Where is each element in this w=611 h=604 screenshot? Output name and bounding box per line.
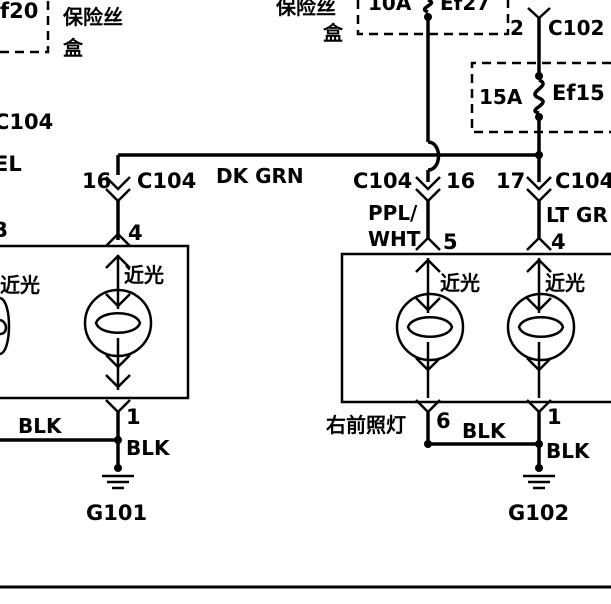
left-ground-splice <box>114 436 122 444</box>
mid-fuse-rating: 10A <box>368 0 412 15</box>
left-lamp-pin-top: 4 <box>128 221 143 245</box>
mid-fuse-box-label: 保险丝 <box>275 0 336 19</box>
ground-g101-icon <box>102 464 134 490</box>
left-lamp-right-label: 近光 <box>124 263 164 287</box>
right-lamp-pin-top: 4 <box>551 230 566 254</box>
left-ground-wire-label-2: BLK <box>126 436 171 460</box>
ef15-id: Ef15 <box>552 81 605 105</box>
left-fuse-label: f20 <box>0 0 38 23</box>
mid-fuse-box: 保险丝 盒 10A Ef27 <box>275 0 510 45</box>
right-lamp-left-bulb <box>395 292 465 362</box>
ground-g102-icon <box>523 464 555 490</box>
right-lamp-right-pin-bottom: 1 <box>547 405 562 429</box>
mid-lamp-pin-chevron <box>415 236 441 251</box>
left-lamp-left-label: 近光 <box>0 273 40 297</box>
right-ground-splice <box>535 440 543 448</box>
c102-pin: 2 <box>510 16 524 40</box>
mid-fuse-symbol <box>422 0 434 14</box>
mid-connector-name: C104 <box>353 169 412 193</box>
mid-lamp-pin-top: 5 <box>443 230 458 254</box>
left-fuse-box: f20 保险丝 盒 <box>0 0 123 60</box>
right-lamp-right-bulb <box>506 292 576 362</box>
wire-color-dk-grn: DK GRN <box>216 164 304 188</box>
right-lamp-pin-chevron <box>526 236 552 251</box>
left-partial-label: EL <box>0 152 22 176</box>
mid-fuse-box-label-2: 盒 <box>322 21 344 45</box>
c102-connector-symbol <box>527 7 551 20</box>
right-connector-name: C104 <box>555 169 611 193</box>
left-lamp-pin-bottom: 1 <box>126 405 141 429</box>
right-lamp-left-pin-bottom: 6 <box>436 409 451 433</box>
left-fuse-box-label-2: 盒 <box>62 36 84 60</box>
left-connector-pin: 16 <box>82 169 111 193</box>
left-headlamp-box: 近光 近光 <box>0 244 190 400</box>
right-ground-wire-label-2: BLK <box>546 439 591 463</box>
right-connector-pin: 17 <box>496 169 525 193</box>
ef15-rating: 15A <box>479 85 523 109</box>
ground-g101-label: G101 <box>86 501 147 525</box>
wire-color-ppl: PPL/ <box>368 201 418 225</box>
right-lamp-right-label: 近光 <box>545 271 585 295</box>
left-ground-wire-label: BLK <box>18 414 63 438</box>
left-partial-b: B <box>0 218 8 242</box>
right-ground-wire-label: BLK <box>462 419 507 443</box>
right-headlamp-label: 右前照灯 <box>326 413 406 437</box>
mid-connector-pin: 16 <box>446 169 475 193</box>
ground-g102-label: G102 <box>508 501 569 525</box>
c102-name: C102 <box>548 16 604 40</box>
mid-fuse-id: Ef27 <box>440 0 490 15</box>
right-fuse-area: 2 C102 15A Ef15 <box>470 7 611 134</box>
left-c104-label: C104 <box>0 110 53 134</box>
left-fuse-box-label: 保险丝 <box>62 5 123 29</box>
left-lamp-pin-chevron <box>105 232 131 247</box>
ef15-fuse-symbol <box>533 78 545 115</box>
wire-color-lt-grn: LT GR <box>546 203 608 227</box>
wire-color-wht: WHT <box>368 227 421 251</box>
left-connector-name: C104 <box>137 169 196 193</box>
left-partial-lamp <box>0 296 11 356</box>
right-lamp-left-label: 近光 <box>440 271 480 295</box>
right-headlamp-box: 近光 近光 <box>340 252 611 404</box>
